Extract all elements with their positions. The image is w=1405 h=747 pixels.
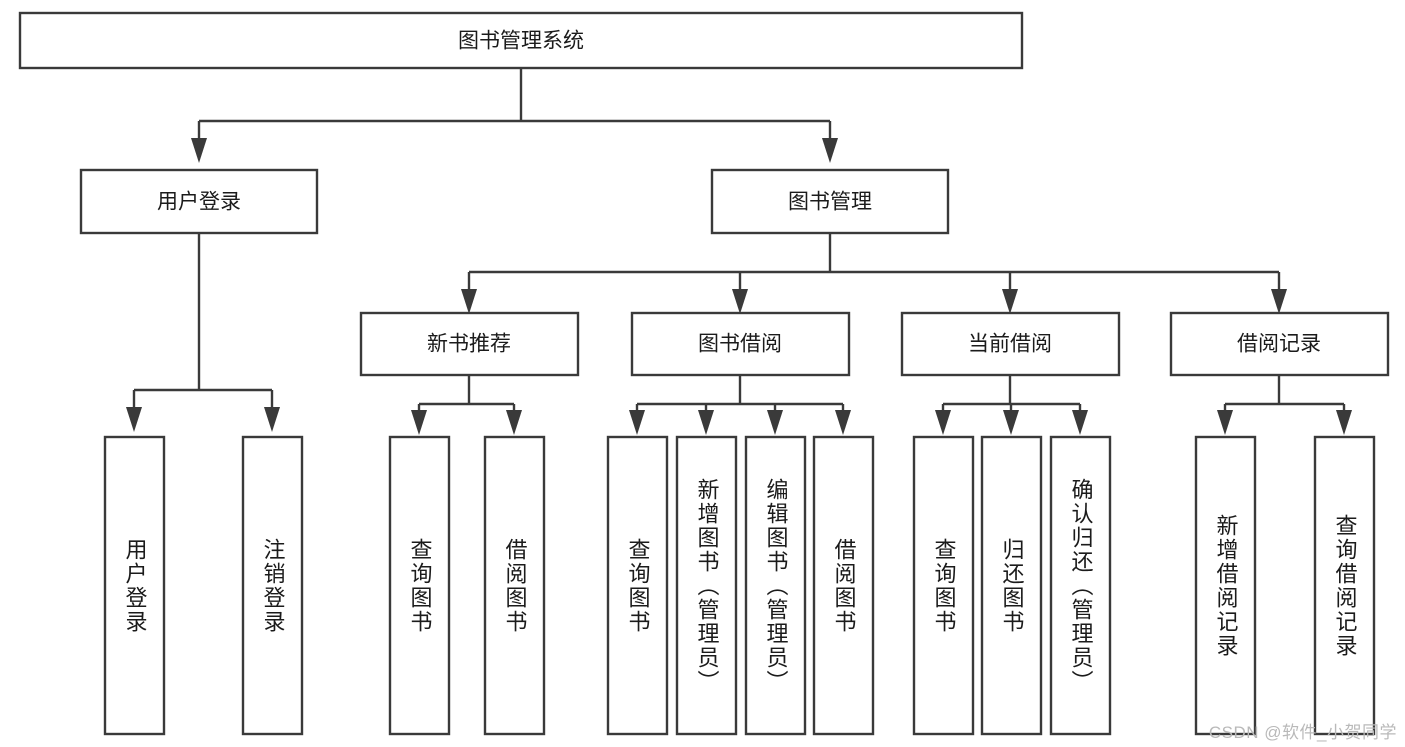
arrow-head-user-login bbox=[191, 138, 207, 163]
connector-group-userlogin-to-leaves bbox=[126, 233, 280, 432]
connector-group-bookmgmt-to-level3 bbox=[461, 233, 1287, 314]
arrow-head-leaf-user-login bbox=[126, 407, 142, 432]
arrow-head-bb-leaf-4 bbox=[835, 410, 851, 435]
node-leaf-br-add-record-box[interactable] bbox=[1194, 435, 1257, 736]
node-leaf-bb-query-book-box[interactable] bbox=[606, 435, 669, 736]
arrow-head-cb-leaf-2 bbox=[1003, 410, 1019, 435]
node-book-borrow-box[interactable] bbox=[630, 311, 851, 377]
arrow-head-nb-leaf-1 bbox=[411, 410, 427, 435]
node-leaf-logout-box[interactable] bbox=[241, 435, 304, 736]
arrow-head-br-leaf-1 bbox=[1217, 410, 1233, 435]
node-book-management-label: 图书管理 bbox=[788, 191, 872, 214]
node-current-borrow-box[interactable] bbox=[900, 311, 1121, 377]
arrow-head-bb-leaf-3 bbox=[767, 410, 783, 435]
node-leaf-cb-query-book-box[interactable] bbox=[912, 435, 975, 736]
node-book-borrow-label: 图书借阅 bbox=[698, 333, 782, 356]
node-root-label: 图书管理系统 bbox=[458, 30, 584, 53]
node-leaf-cb-confirm-return-box[interactable] bbox=[1049, 435, 1112, 736]
arrow-head-br-leaf-2 bbox=[1336, 410, 1352, 435]
csdn-watermark: CSDN @软件_小贺同学 bbox=[1208, 723, 1397, 742]
node-leaf-cb-return-book-box[interactable] bbox=[980, 435, 1043, 736]
arrow-head-cb-leaf-1 bbox=[935, 410, 951, 435]
node-leaf-nb-borrow-book-box[interactable] bbox=[483, 435, 546, 736]
node-leaf-bb-edit-book-box[interactable] bbox=[744, 435, 807, 736]
node-leaf-bb-add-book-box[interactable] bbox=[675, 435, 738, 736]
arrow-head-new-book bbox=[461, 289, 477, 314]
node-book-borrow[interactable]: 图书借阅 bbox=[630, 311, 851, 377]
node-root[interactable]: 图书管理系统 bbox=[18, 11, 1024, 70]
node-user-login-label: 用户登录 bbox=[157, 191, 241, 214]
node-book-management-box[interactable] bbox=[710, 168, 950, 235]
node-current-borrow[interactable]: 当前借阅 bbox=[900, 311, 1121, 377]
node-leaf-user-login-box[interactable] bbox=[103, 435, 166, 736]
arrow-head-borrow-record bbox=[1271, 289, 1287, 314]
arrow-head-book-mgmt bbox=[822, 138, 838, 163]
node-user-login-box[interactable] bbox=[79, 168, 319, 235]
arrow-head-bb-leaf-1 bbox=[629, 410, 645, 435]
node-root-box[interactable] bbox=[18, 11, 1024, 70]
node-leaf-nb-query-book-box[interactable] bbox=[388, 435, 451, 736]
arrow-head-leaf-logout bbox=[264, 407, 280, 432]
node-current-borrow-label: 当前借阅 bbox=[968, 333, 1052, 356]
connector-group-bookborrow-to-leaves bbox=[629, 375, 851, 435]
node-leaf-bb-borrow-book-box[interactable] bbox=[812, 435, 875, 736]
connector-group-root-to-level2 bbox=[191, 68, 838, 163]
node-new-book-recommend[interactable]: 新书推荐 bbox=[359, 311, 580, 377]
node-leaf-br-query-record-box[interactable] bbox=[1313, 435, 1376, 736]
node-new-book-recommend-label: 新书推荐 bbox=[427, 333, 511, 356]
arrow-head-current-borrow bbox=[1002, 289, 1018, 314]
connector-group-currentborrow-to-leaves bbox=[935, 375, 1088, 435]
arrow-head-book-borrow bbox=[732, 289, 748, 314]
node-borrow-record[interactable]: 借阅记录 bbox=[1169, 311, 1390, 377]
arrow-head-nb-leaf-2 bbox=[506, 410, 522, 435]
connector-group-borrowrecord-to-leaves bbox=[1217, 375, 1352, 435]
node-book-management[interactable]: 图书管理 bbox=[710, 168, 950, 235]
node-new-book-recommend-box[interactable] bbox=[359, 311, 580, 377]
node-borrow-record-box[interactable] bbox=[1169, 311, 1390, 377]
connector-group-newbook-to-leaves bbox=[411, 375, 522, 435]
arrow-head-cb-leaf-3 bbox=[1072, 410, 1088, 435]
arrow-head-bb-leaf-2 bbox=[698, 410, 714, 435]
node-borrow-record-label: 借阅记录 bbox=[1237, 333, 1321, 356]
node-user-login[interactable]: 用户登录 bbox=[79, 168, 319, 235]
